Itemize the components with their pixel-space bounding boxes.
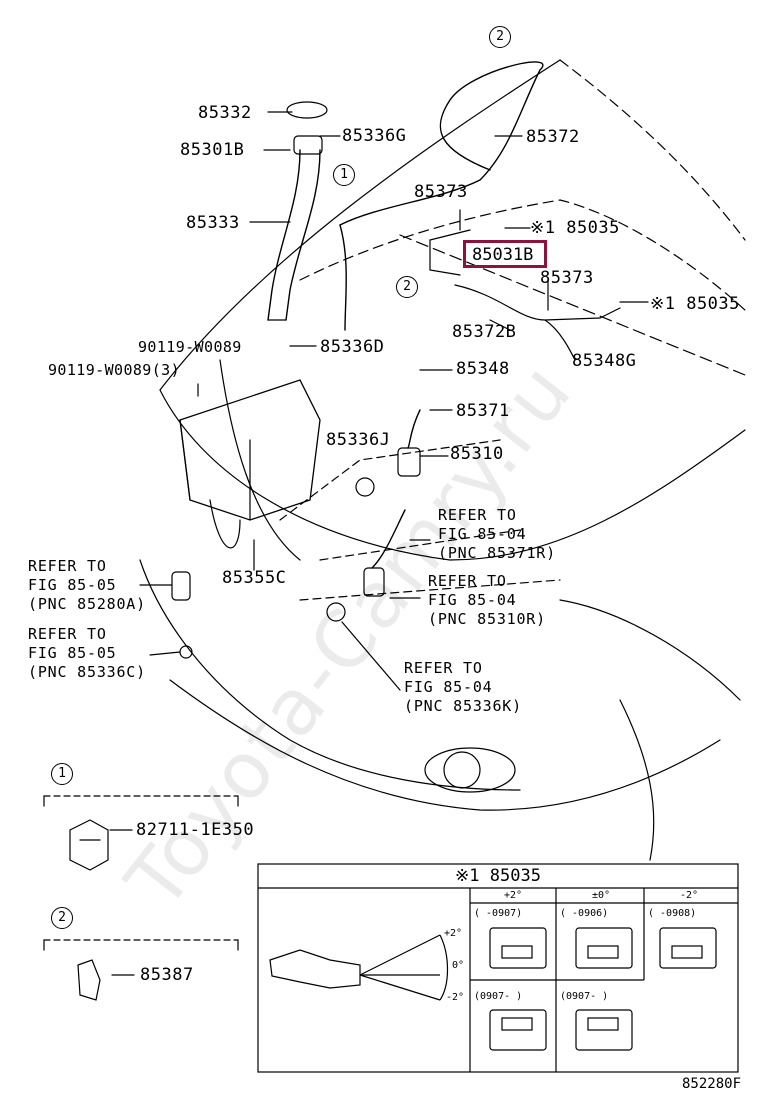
refer-note-line: FIG 85-04 [404, 678, 493, 696]
inset-cell-r1c3: ( -0908) [648, 908, 697, 919]
part-label-85035-top: ※1 85035 [530, 218, 620, 238]
inset-header-plus2: +2° [504, 890, 523, 901]
part-label-82711: 82711-1E350 [136, 820, 255, 840]
angle-label-zero: 0° [452, 960, 465, 971]
inset-cell-r1c1: ( -0907) [474, 908, 523, 919]
part-label-85035-mid: ※1 85035 [650, 294, 740, 314]
refer-note-line: REFER TO [404, 659, 483, 677]
part-label-85336D: 85336D [320, 337, 385, 357]
refer-note-85371R: REFER TO FIG 85-04 (PNC 85371R) [438, 506, 556, 563]
part-label-85387: 85387 [140, 965, 194, 985]
refer-note-85336C: REFER TO FIG 85-05 (PNC 85336C) [28, 625, 146, 682]
part-label-85355C: 85355C [222, 568, 287, 588]
part-label-90119-a: 90119-W0089 [138, 338, 242, 356]
inset-cell-r2c2: (0907- ) [560, 991, 609, 1002]
refer-note-line: FIG 85-05 [28, 644, 117, 662]
refer-note-line: (PNC 85371R) [438, 544, 556, 562]
angle-label-plus2: +2° [444, 928, 463, 939]
part-label-85310: 85310 [450, 444, 504, 464]
part-label-85348G: 85348G [572, 351, 637, 371]
callout-circle-2-top: 2 [489, 26, 511, 48]
inset-cell-r1c2: ( -0906) [560, 908, 609, 919]
inset-header-zero: ±0° [592, 890, 611, 901]
refer-note-85280A: REFER TO FIG 85-05 (PNC 85280A) [28, 557, 146, 614]
part-label-85332: 85332 [198, 103, 252, 123]
diagram-reference-code: 852280F [682, 1076, 742, 1092]
refer-note-line: REFER TO [28, 557, 107, 575]
callout-circle-1-top: 1 [333, 164, 355, 186]
part-label-85372B: 85372B [452, 322, 517, 342]
refer-note-85310R: REFER TO FIG 85-04 (PNC 85310R) [428, 572, 546, 629]
refer-note-line: (PNC 85310R) [428, 610, 546, 628]
callout-circle-1-legend: 1 [51, 763, 73, 785]
part-label-85371: 85371 [456, 401, 510, 421]
part-label-85373-top: 85373 [414, 182, 468, 202]
part-label-85336J: 85336J [326, 430, 391, 450]
part-label-85373-mid: 85373 [540, 268, 594, 288]
highlighted-part-label: 85031B [472, 245, 534, 265]
inset-header-minus2: -2° [680, 890, 699, 901]
refer-note-line: (PNC 85336C) [28, 663, 146, 681]
refer-note-line: FIG 85-04 [438, 525, 527, 543]
refer-note-line: REFER TO [28, 625, 107, 643]
angle-label-minus2: -2° [446, 992, 465, 1003]
part-label-85333: 85333 [186, 213, 240, 233]
highlighted-part-85031B[interactable]: 85031B [463, 240, 547, 268]
refer-note-line: REFER TO [428, 572, 507, 590]
refer-note-line: FIG 85-04 [428, 591, 517, 609]
part-label-90119-b: 90119-W0089(3) [48, 361, 181, 379]
refer-note-line: REFER TO [438, 506, 517, 524]
part-label-85301B: 85301B [180, 140, 245, 160]
refer-note-line: (PNC 85280A) [28, 595, 146, 613]
callout-circle-2-legend: 2 [51, 907, 73, 929]
callout-circle-2-mid: 2 [396, 276, 418, 298]
refer-note-85336K: REFER TO FIG 85-04 (PNC 85336K) [404, 659, 522, 716]
part-label-85336G: 85336G [342, 126, 407, 146]
refer-note-line: FIG 85-05 [28, 576, 117, 594]
part-label-85372: 85372 [526, 127, 580, 147]
refer-note-line: (PNC 85336K) [404, 697, 522, 715]
inset-cell-r2c1: (0907- ) [474, 991, 523, 1002]
part-label-85348: 85348 [456, 359, 510, 379]
inset-title: ※1 85035 [455, 866, 541, 886]
